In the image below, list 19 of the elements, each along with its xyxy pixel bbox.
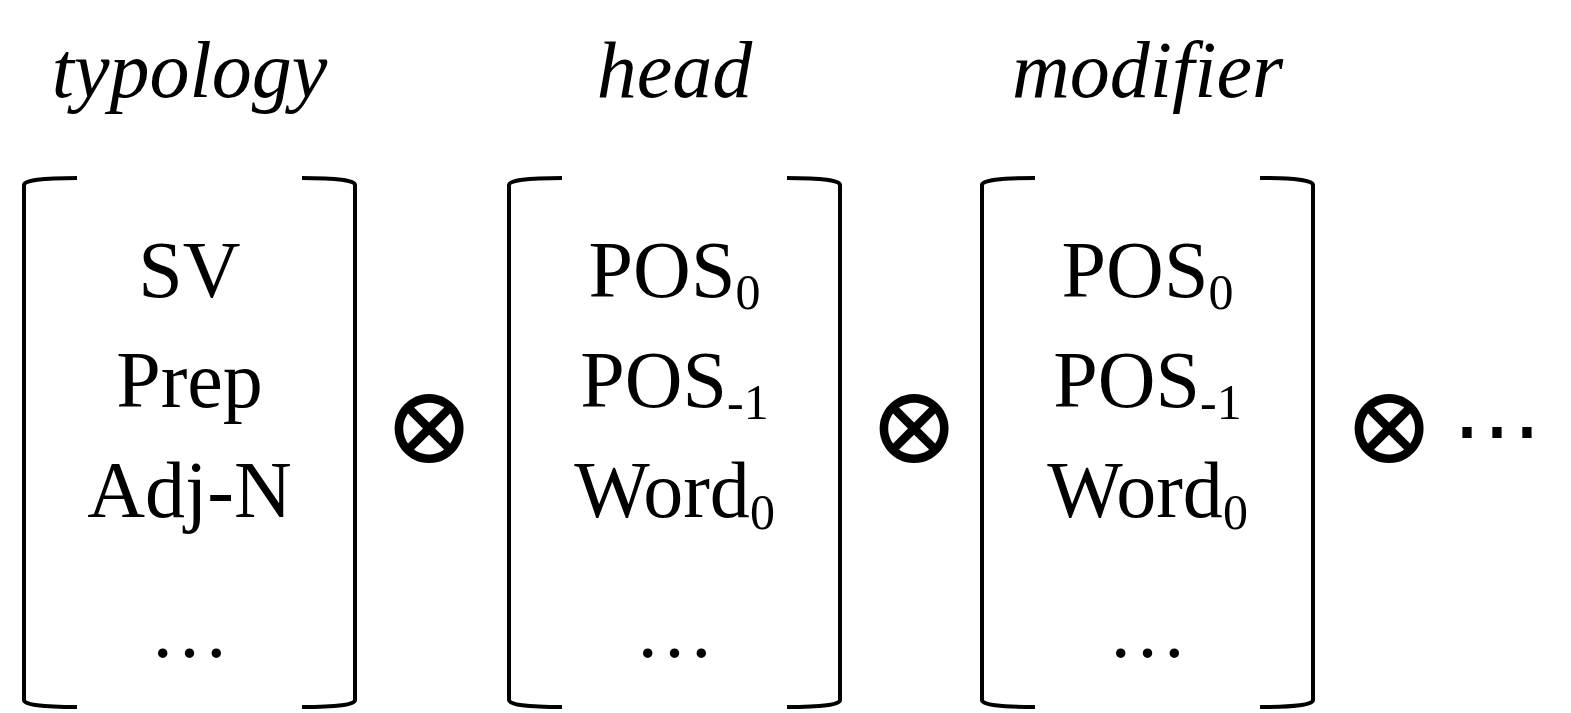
feature-entry: Word$_{0}$ (573, 445, 776, 540)
feature-entry: Prep (115, 335, 264, 426)
feature-entry: … (1106, 585, 1189, 676)
feature-entry: POS$_{0}$ (587, 225, 762, 320)
vector-heading: head (595, 25, 754, 116)
tensor-product-symbol: ⊗ (383, 370, 476, 480)
feature-entry: … (148, 585, 231, 676)
vector-heading: typology (50, 25, 329, 116)
feature-entry: Word$_{0}$ (1046, 445, 1249, 540)
feature-entry: POS$_{-1}$ (1052, 335, 1243, 430)
feature-entry: Adj-N (86, 445, 293, 536)
vector-heading: modifier (1010, 25, 1285, 116)
feature-entry: POS$_{0}$ (1060, 225, 1235, 320)
ellipsis: ⋯ (1452, 385, 1542, 475)
feature-entry: POS$_{-1}$ (579, 335, 770, 430)
feature-entry: … (633, 585, 716, 676)
tensor-product-symbol: ⊗ (1343, 370, 1436, 480)
feature-entry: SV (137, 225, 242, 316)
tensor-product-symbol: ⊗ (868, 370, 961, 480)
